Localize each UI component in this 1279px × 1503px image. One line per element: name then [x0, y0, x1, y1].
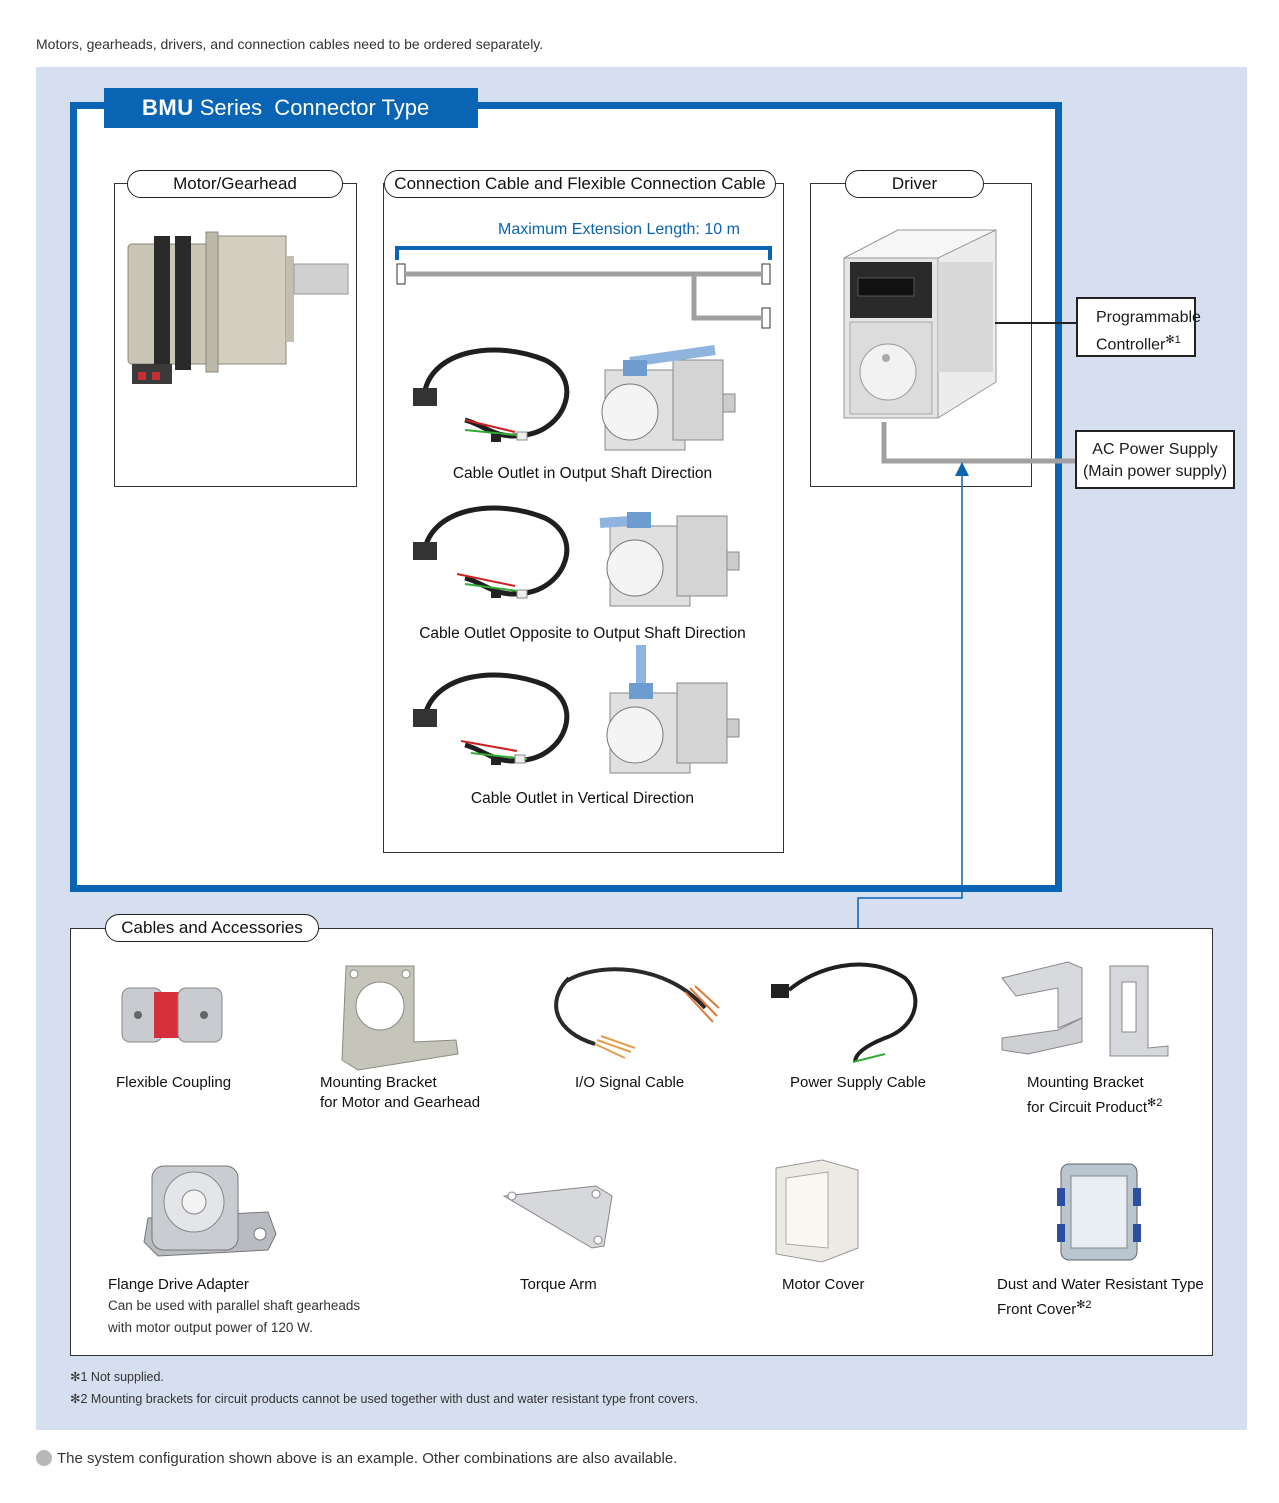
acc4-footnote-mark: ✻2 — [1147, 1097, 1163, 1109]
footer-note: The system configuration shown above is … — [36, 1450, 677, 1467]
motor-cover-image — [775, 1159, 859, 1263]
motor-section-label: Motor/Gearhead — [127, 170, 343, 198]
series-brand: BMU — [142, 95, 194, 120]
cable-outlet-caption-1: Cable Outlet in Output Shaft Direction — [452, 465, 713, 482]
plc-line2: Controller — [1096, 336, 1166, 354]
footnote-1-text: Not supplied. — [87, 1370, 164, 1384]
flange-drive-adapter-image — [143, 1165, 277, 1257]
power-supply-cable-image — [771, 962, 918, 1063]
accessory-label-mounting-bracket-circuit: Mounting Bracket for Circuit Product✻2 — [1027, 1073, 1162, 1118]
accessory-label-torque-arm: Torque Arm — [520, 1275, 597, 1295]
mounting-bracket-motor-image — [341, 965, 459, 1071]
cable-outlet-caption-3: Cable Outlet in Vertical Direction — [470, 790, 695, 807]
motor-gearhead-image — [127, 231, 349, 384]
driver-section-label: Driver — [845, 170, 984, 198]
acc1-line2: for Motor and Gearhead — [320, 1094, 481, 1111]
bullet-icon — [36, 1450, 52, 1466]
footnote-2-text: Mounting brackets for circuit products c… — [87, 1392, 699, 1406]
accessory-label-flexible-coupling: Flexible Coupling — [116, 1073, 231, 1093]
plc-line1: Programmable — [1096, 309, 1201, 326]
cable-outlet-caption-2: Cable Outlet Opposite to Output Shaft Di… — [419, 625, 746, 642]
acc1-line1: Mounting Bracket — [320, 1074, 437, 1091]
series-title: BMU Series Connector Type — [104, 88, 478, 128]
acc8-footnote-mark: ✻2 — [1076, 1299, 1092, 1311]
plc-line2-wrap: Controller✻1 — [1096, 329, 1194, 356]
flexible-coupling-image — [121, 987, 223, 1043]
accessories-section-label: Cables and Accessories — [105, 914, 319, 942]
accessory-label-motor-cover: Motor Cover — [782, 1275, 865, 1295]
acc4-line2: for Circuit Product — [1027, 1099, 1148, 1116]
ac-line1: AC Power Supply — [1092, 441, 1218, 458]
accessory-label-mounting-bracket-motor: Mounting Bracket for Motor and Gearhead — [320, 1073, 480, 1113]
acc8-line2: Front Cover — [997, 1301, 1077, 1318]
footnote-2: ✻2 Mounting brackets for circuit product… — [70, 1391, 698, 1406]
acc2-line1: I/O Signal Cable — [575, 1074, 685, 1091]
footnote-1-mark: ✻1 — [70, 1370, 88, 1384]
cable-section-label: Connection Cable and Flexible Connection… — [384, 170, 776, 198]
acc8-line1: Dust and Water Resistant Type — [997, 1276, 1204, 1293]
acc4-line1: Mounting Bracket — [1027, 1074, 1144, 1091]
plc-footnote-mark: ✻1 — [1165, 334, 1181, 346]
footnote-1: ✻1 Not supplied. — [70, 1369, 164, 1384]
ac-line2: (Main power supply) — [1082, 463, 1228, 480]
programmable-controller-box: Programmable Controller✻1 — [1076, 297, 1201, 357]
acc5-sub1: Can be used with parallel shaft gearhead… — [108, 1298, 361, 1313]
accessory-label-io-signal-cable: I/O Signal Cable — [575, 1073, 684, 1093]
acc3-line1: Power Supply Cable — [790, 1074, 926, 1091]
mounting-bracket-circuit-image — [1001, 961, 1169, 1057]
accessory-label-power-supply-cable: Power Supply Cable — [790, 1073, 926, 1093]
cable-outlet-output-shaft-image — [413, 345, 736, 451]
intro-text: Motors, gearheads, drivers, and connecti… — [36, 36, 544, 52]
footnote-2-mark: ✻2 — [70, 1392, 88, 1406]
accessories-section — [70, 928, 1213, 1356]
accessory-label-flange-drive-adapter: Flange Drive Adapter Can be used with pa… — [108, 1275, 360, 1339]
acc0-line1: Flexible Coupling — [116, 1074, 232, 1091]
acc5-sub2: with motor output power of 120 W. — [108, 1320, 313, 1335]
footer-text: The system configuration shown above is … — [57, 1450, 678, 1467]
cable-outlet-vertical-image — [413, 645, 740, 774]
torque-arm-image — [502, 1185, 613, 1249]
acc6-line1: Torque Arm — [520, 1276, 597, 1293]
driver-image — [843, 229, 997, 419]
front-cover-image — [1057, 1163, 1141, 1261]
acc4-line2-wrap: for Circuit Product✻2 — [1027, 1093, 1162, 1118]
acc7-line1: Motor Cover — [782, 1276, 865, 1293]
ac-power-supply-box: AC Power Supply (Main power supply) — [1075, 430, 1235, 489]
acc8-line2-wrap: Front Cover✻2 — [997, 1295, 1204, 1320]
io-signal-cable-image — [554, 967, 720, 1059]
extension-length-diagram — [395, 246, 772, 329]
cable-outlet-opposite-image — [413, 505, 740, 607]
acc5-line1: Flange Drive Adapter — [108, 1276, 249, 1293]
series-title-rest: Series Connector Type — [193, 95, 430, 120]
extension-length-label: Maximum Extension Length: 10 m — [498, 221, 740, 238]
